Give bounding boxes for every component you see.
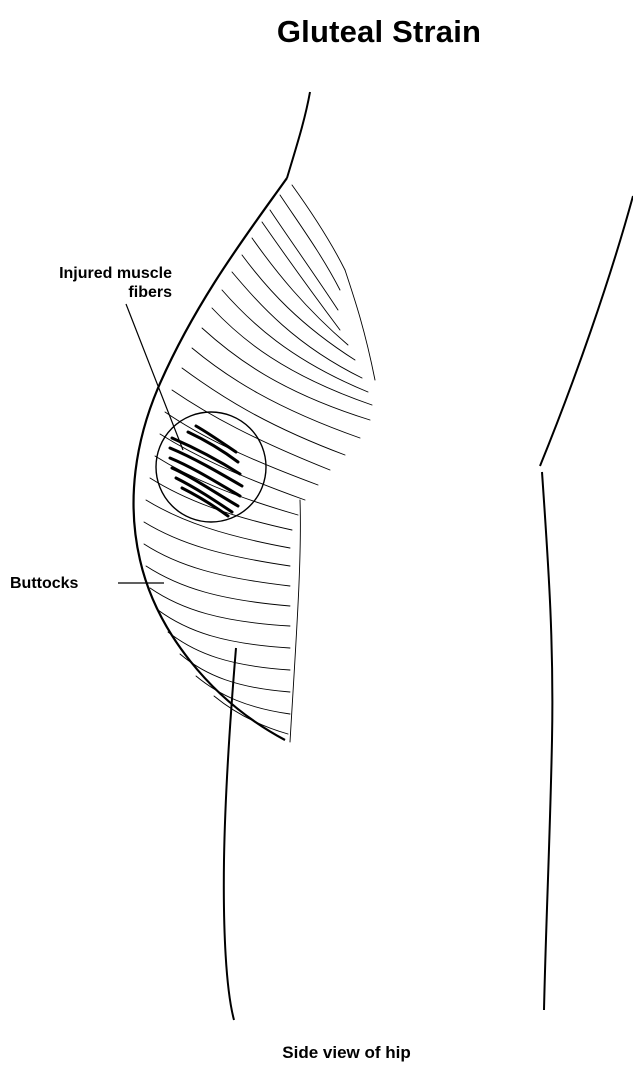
injured-fibers-label: Injured muscle fibers <box>22 264 172 302</box>
thigh-front-outline <box>542 472 552 1010</box>
back-outline <box>287 92 310 178</box>
injured-fibers-label-line1: Injured muscle <box>22 264 172 283</box>
injured-fibers-leader <box>126 304 183 450</box>
front-outline <box>540 196 633 466</box>
diagram-caption: Side view of hip <box>0 1043 633 1063</box>
buttocks-label: Buttocks <box>10 574 78 593</box>
injured-fibers-label-line2: fibers <box>22 283 172 302</box>
